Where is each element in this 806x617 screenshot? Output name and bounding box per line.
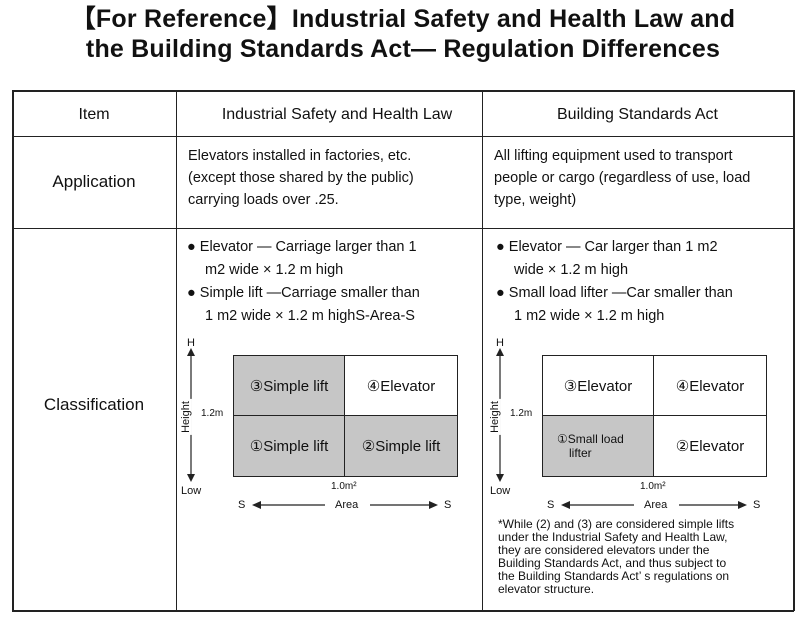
bsa-axis-area: Area <box>644 499 668 511</box>
bsa-axes <box>496 348 747 509</box>
ishl-cell-2: ②Simple lift <box>345 416 457 476</box>
ishl-grid: ③Simple lift ④Elevator ①Simple lift ②Sim… <box>233 355 458 477</box>
bullet-line: m2 wide × 1.2 m high <box>205 262 344 278</box>
text-line: All lifting equipment used to transport <box>494 148 733 164</box>
bsa-cell-1-line1: ①Small load <box>557 432 624 446</box>
title-line-1: 【For Reference】Industrial Safety and Hea… <box>70 5 736 33</box>
row-label-classification: Classification <box>43 395 145 414</box>
header-bsa: Building Standards Act <box>557 106 718 123</box>
bullet-line: wide × 1.2 m high <box>514 262 629 278</box>
page-title: 【For Reference】Industrial Safety and Hea… <box>0 4 806 64</box>
bullet-line: 1 m2 wide × 1.2 m highS-Area-S <box>205 308 415 324</box>
table-divider-col2 <box>482 90 483 611</box>
bsa-axis-low: Low <box>490 485 511 497</box>
ishl-axis-area: Area <box>335 499 359 511</box>
table-border-right <box>793 90 795 611</box>
bsa-height-value: 1.2m <box>510 408 533 419</box>
ishl-axis-height: Height <box>179 399 192 435</box>
title-line-2: the Building Standards Act— Regulation D… <box>85 35 721 63</box>
classification-bsa-bullets: ● Elevator — Car larger than 1 m2 wide ×… <box>496 236 733 328</box>
footnote-line: *While (2) and (3) are considered simple… <box>498 517 735 531</box>
text-line: carrying loads over .25. <box>188 192 339 208</box>
footnote: *While (2) and (3) are considered simple… <box>498 518 734 596</box>
bullet-line: ● Elevator — Carriage larger than 1 <box>187 239 417 255</box>
ishl-axis-s-left: S <box>238 499 246 511</box>
bullet-line: ● Small load lifter —Car smaller than <box>496 285 733 301</box>
ishl-axis-low: Low <box>181 485 202 497</box>
bsa-axis-s-left: S <box>547 499 555 511</box>
application-ishl-text: Elevators installed in factories, etc. (… <box>188 145 414 211</box>
ishl-cell-4: ④Elevator <box>345 356 457 416</box>
bsa-cell-2: ②Elevator <box>675 438 745 455</box>
bsa-axis-height: Height <box>488 399 501 435</box>
ishl-axis-high: H <box>187 337 195 349</box>
ishl-axis-s-right: S <box>444 499 452 511</box>
text-line: type, weight) <box>494 192 577 208</box>
ishl-area-value: 1.0m² <box>331 481 357 492</box>
classification-ishl-bullets: ● Elevator — Carriage larger than 1 m2 w… <box>187 236 420 328</box>
header-ishl: Industrial Safety and Health Law <box>221 106 453 123</box>
application-bsa-text: All lifting equipment used to transport … <box>494 145 750 211</box>
header-item: Item <box>78 106 110 123</box>
ishl-axes <box>187 348 438 509</box>
bullet-line: 1 m2 wide × 1.2 m high <box>514 308 665 324</box>
bsa-axis-high: H <box>496 337 504 349</box>
bsa-cell-4: ④Elevator <box>654 356 766 416</box>
bullet-line: ● Simple lift —Carriage smaller than <box>187 285 420 301</box>
bsa-grid: ③Elevator ④Elevator ①Small load lifter ②… <box>542 355 767 477</box>
text-line: Elevators installed in factories, etc. <box>188 148 412 164</box>
footnote-line: elevator structure. <box>498 582 595 596</box>
footnote-line: under the Industrial Safety and Health L… <box>498 530 728 544</box>
ishl-cell-3: ③Simple lift <box>234 356 345 416</box>
table-border-left <box>12 90 14 611</box>
bsa-area-value: 1.0m² <box>640 481 666 492</box>
table-border-bottom <box>12 610 794 612</box>
row-label-application: Application <box>52 172 136 191</box>
bsa-cell-1: ①Small load lifter <box>543 416 654 476</box>
text-line: (except those shared by the public) <box>188 170 414 186</box>
ishl-cell-1: ①Simple lift <box>234 416 345 476</box>
bsa-axis-s-right: S <box>753 499 761 511</box>
table-divider-col1 <box>176 90 177 611</box>
text-line: people or cargo (regardless of use, load <box>494 170 751 186</box>
table-divider-header <box>12 136 794 137</box>
bsa-cell-1-line2: lifter <box>569 446 592 460</box>
bsa-cell-3: ③Elevator <box>543 356 654 416</box>
table-divider-row <box>12 228 794 229</box>
bullet-line: ● Elevator — Car larger than 1 m2 <box>496 239 718 255</box>
footnote-line: Building Standards Act, and thus subject… <box>498 556 727 570</box>
footnote-line: the Building Standards Act’ s regulation… <box>498 569 730 583</box>
footnote-line: they are considered elevators under the <box>498 543 710 557</box>
table-border-top <box>12 90 794 92</box>
ishl-height-value: 1.2m <box>201 408 224 419</box>
